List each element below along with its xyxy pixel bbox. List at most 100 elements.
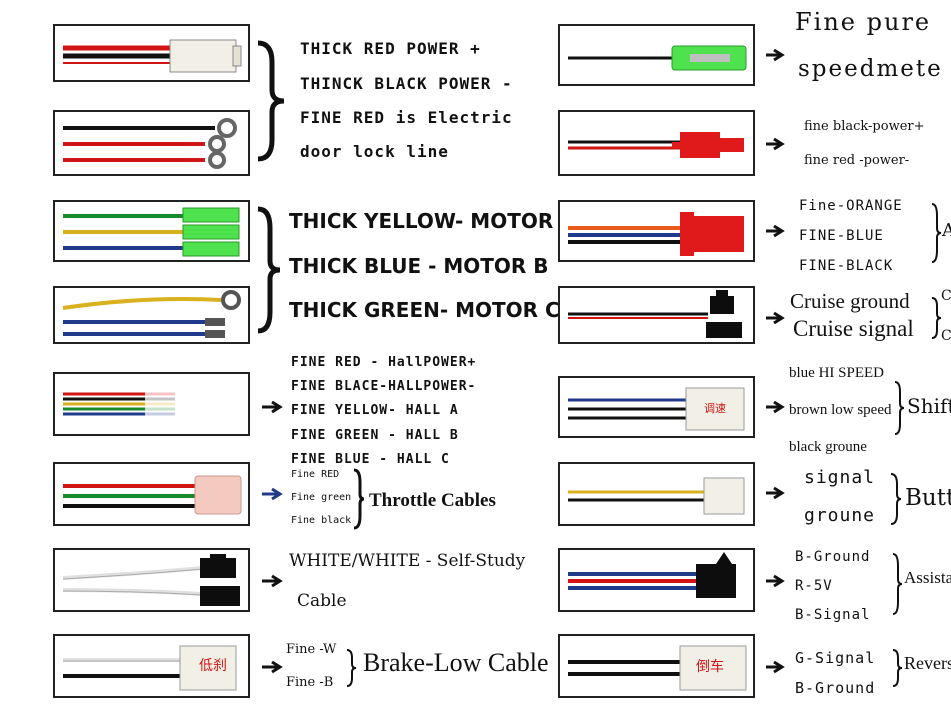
button-line-1: signal [804,467,876,488]
brake-wire-1: Fine -W [286,642,337,657]
button-line-2: groune [804,505,876,526]
brake-arrow [262,660,283,674]
throttle-label: Throttle Cables [369,490,496,511]
shift-connector-label: 调速 [704,402,726,415]
assistant-illustration [568,552,736,598]
panel-fine-power [558,110,755,176]
cruise-illustration [568,290,742,338]
fine-power-line-2: fine red -power- [804,153,910,168]
shift-line-1: blue HI SPEED [789,365,884,381]
reverse-arrow [766,660,785,674]
panel-throttle [53,462,250,526]
hall-wires-illustration [63,382,205,428]
panel-speedometer [558,24,755,86]
throttle-arrow [262,487,283,501]
power-line-2: THINCK BLACK POWER - [300,74,513,93]
self-study-illustration [62,554,240,606]
fine-power-arrow [766,137,785,151]
cruise-tail-1: C [941,288,951,304]
shift-line-2: brown low speed [789,402,892,418]
cruise-tail-2: C [941,328,951,344]
brake-wire-2: Fine -B [286,675,334,690]
reverse-line-1: G-Signal [795,649,876,667]
orange-line-1: Fine-ORANGE [799,198,903,214]
brake-illustration [63,645,237,691]
shift-bracket [894,381,905,435]
panel-power-connector [53,24,250,82]
assistant-line-1: B-Ground [795,549,871,565]
panel-shift: 调速 [558,376,755,438]
panel-motor-connector [53,200,250,262]
assistant-bracket [892,553,903,615]
orange-arrow [766,224,785,238]
power-line-1: THICK RED POWER + [300,39,481,58]
throttle-wire-3: Fine black [291,515,352,526]
reverse-illustration [568,645,747,691]
motor-line-2: THICK BLUE - MOTOR B [289,254,549,278]
cruise-bracket [931,297,942,339]
ring-terminals-illustration [63,118,237,169]
fine-power-line-1: fine black-power+ [804,119,925,134]
motor-ring-illustration [62,290,241,338]
hall-line-1: FINE RED - HallPOWER+ [291,355,477,370]
reverse-line-2: B-Ground [795,679,876,697]
motor-line-3: THICK GREEN- MOTOR C [289,298,560,322]
button-illustration [568,477,745,515]
assistant-line-3: B-Signal [795,607,871,623]
brake-label: Brake-Low Cable [363,648,549,677]
panel-power-ring-terminals [53,110,250,176]
hall-arrow [262,400,283,414]
orange-line-2: FINE-BLUE [799,228,884,244]
shift-arrow [766,400,785,414]
self-study-line-1: WHITE/WHITE - Self-Study [289,551,526,571]
speedometer-line-2: speedmete [798,56,943,82]
power-bracket [257,40,285,162]
throttle-bracket [353,468,365,530]
panel-self-study [53,548,250,612]
shift-illustration [568,387,745,431]
panel-orange-blue-black [558,200,755,262]
panel-assistant [558,548,755,612]
motor-line-1: THICK YELLOW- MOTOR A [289,209,576,233]
panel-reverse: 倒车 [558,634,755,698]
self-study-arrow [262,574,283,588]
orange-wires-illustration [568,212,744,256]
shift-line-3: black groune [789,439,867,455]
hall-line-2: FINE BLACE-HALLPOWER- [291,379,477,394]
reverse-bracket [892,649,903,687]
shift-label: Shift [907,394,951,418]
assistant-label: Assistan [904,568,951,587]
panel-cruise [558,286,755,344]
panel-hall-sensor [53,372,250,436]
self-study-line-2: Cable [297,591,347,611]
assistant-arrow [766,574,785,588]
cruise-line-2: Cruise signal [793,316,914,341]
power-wires-illustration [63,39,242,73]
assistant-line-2: R-5V [795,578,833,594]
motor-bracket [257,206,281,334]
speedometer-arrow [766,48,785,62]
reverse-label: Revers [904,653,951,673]
power-line-3: FINE RED is Electric [300,108,513,127]
hall-line-3: FINE YELLOW- HALL A [291,403,459,418]
throttle-wire-2: Fine green [291,492,352,503]
hall-line-4: FINE GREEN - HALL B [291,428,459,443]
orange-tail: A [942,220,951,241]
fine-power-illustration [568,132,744,158]
panel-button [558,462,755,526]
brake-bracket [346,649,357,687]
throttle-wires-illustration [63,475,242,515]
button-bracket [890,473,902,525]
cruise-line-1: Cruise ground [790,289,910,313]
orange-bracket [931,203,942,263]
orange-line-3: FINE-BLACK [799,258,894,274]
power-line-4: door lock line [300,142,449,161]
panel-brake: 低刹 [53,634,250,698]
speedometer-line-1: Fine pure [795,8,932,36]
hall-line-5: FINE BLUE - HALL C [291,452,450,467]
speedometer-illustration [568,45,747,71]
button-label: Butt [905,485,951,511]
button-arrow [766,486,785,500]
brake-connector-label: 低刹 [199,658,227,674]
motor-wires-illustration [63,207,240,257]
